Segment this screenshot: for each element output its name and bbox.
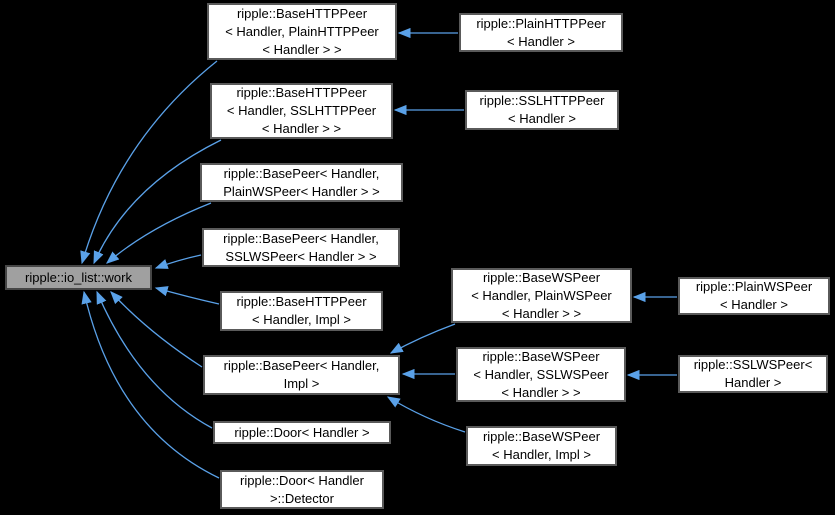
class-node-label-line: < Handler, PlainHTTPPeer xyxy=(225,23,379,39)
class-node-label-line: ripple::io_list::work xyxy=(25,269,132,285)
class-node-label-line: SSLWSPeer< Handler > > xyxy=(225,248,377,264)
class-node-label-line: ripple::BaseWSPeer xyxy=(482,348,600,364)
class-node-label-line: ripple::BaseHTTPPeer xyxy=(236,85,367,100)
class-node-label-line: ripple::BasePeer< Handler, xyxy=(223,358,380,373)
class-node-plainhttppeer[interactable]: ripple::PlainHTTPPeer< Handler > xyxy=(459,13,623,52)
inheritance-arrow-basehttppeer-impl-to-io-list-work xyxy=(154,286,220,305)
class-node-door-detector[interactable]: ripple::Door< Handler>::Detector xyxy=(220,470,384,509)
inheritance-arrow-door-detector-to-io-list-work xyxy=(81,290,220,479)
class-node-label-line: PlainWSPeer< Handler > > xyxy=(223,183,380,199)
inheritance-arrow-basewspeer-plain-to-basepeer-impl xyxy=(389,323,456,354)
class-node-label-line: >::Detector xyxy=(270,490,334,506)
class-node-label-line: Handler > xyxy=(724,375,782,390)
inheritance-arrow-basepeer-plain-to-io-list-work xyxy=(106,202,212,264)
class-node-label-line: < Handler > > xyxy=(261,121,342,136)
class-node-plainwspeer[interactable]: ripple::PlainWSPeer< Handler > xyxy=(678,277,830,315)
class-node-label-line: ripple::SSLHTTPPeer xyxy=(479,93,605,108)
class-node-label-line: ripple::BaseWSPeer xyxy=(482,429,601,444)
class-node-label-line: < Handler > xyxy=(508,111,576,126)
inheritance-edges xyxy=(80,27,677,479)
class-node-label-line: < Handler > > xyxy=(262,41,342,57)
class-node-label-line: < Handler, Impl > xyxy=(252,312,351,327)
class-node-label-line: ripple::PlainHTTPPeer xyxy=(476,15,606,31)
class-node-label-line: ripple::SSLWSPeer< xyxy=(693,357,813,372)
class-node-basehttppeer-impl[interactable]: ripple::BaseHTTPPeer< Handler, Impl > xyxy=(220,291,383,331)
class-node-label-line: ripple::BasePeer< Handler, xyxy=(223,230,379,246)
class-node-label-line: < Handler > xyxy=(720,297,788,312)
inheritance-arrow-basewspeer-impl-to-basepeer-impl xyxy=(386,396,466,433)
inheritance-arrow-basepeer-impl-to-io-list-work xyxy=(110,291,203,368)
class-node-basepeer-plain[interactable]: ripple::BasePeer< Handler,PlainWSPeer< H… xyxy=(200,163,403,202)
class-node-basepeer-ssl[interactable]: ripple::BasePeer< Handler,SSLWSPeer< Han… xyxy=(202,228,400,267)
class-node-label-line: < Handler, SSLWSPeer xyxy=(473,366,609,382)
inheritance-arrow-basehttppeer-ssl-to-io-list-work xyxy=(93,139,222,265)
class-node-door[interactable]: ripple::Door< Handler > xyxy=(213,421,391,444)
class-node-label-line: ripple::BaseWSPeer xyxy=(482,269,601,285)
class-node-label-line: < Handler, Impl > xyxy=(492,447,591,462)
class-node-label-line: ripple::Door< Handler xyxy=(240,472,364,488)
class-node-label-line: < Handler, PlainWSPeer xyxy=(471,287,612,303)
class-node-label-line: ripple::Door< Handler > xyxy=(234,424,370,440)
inheritance-arrow-door-to-io-list-work xyxy=(96,290,213,429)
class-node-label-line: ripple::BaseHTTPPeer xyxy=(236,5,368,21)
class-node-label-line: ripple::PlainWSPeer xyxy=(695,279,813,294)
class-node-label-line: < Handler > > xyxy=(501,305,582,321)
class-node-basehttppeer-plain[interactable]: ripple::BaseHTTPPeer< Handler, PlainHTTP… xyxy=(207,3,397,60)
class-node-basewspeer-ssl[interactable]: ripple::BaseWSPeer< Handler, SSLWSPeer< … xyxy=(456,347,626,402)
inheritance-arrow-basepeer-ssl-to-io-list-work xyxy=(154,254,202,269)
class-node-basewspeer-plain[interactable]: ripple::BaseWSPeer< Handler, PlainWSPeer… xyxy=(451,268,632,323)
class-node-label-line: < Handler > > xyxy=(501,384,581,400)
inheritance-arrow-basehttppeer-plain-to-io-list-work xyxy=(80,60,218,265)
class-node-label-line: Impl > xyxy=(283,376,320,391)
class-node-label-line: ripple::BasePeer< Handler, xyxy=(223,165,380,181)
class-node-label-line: ripple::BaseHTTPPeer xyxy=(236,294,367,309)
class-node-sslhttppeer[interactable]: ripple::SSLHTTPPeer< Handler > xyxy=(465,90,619,130)
class-node-label-line: < Handler, SSLHTTPPeer xyxy=(226,103,377,118)
class-node-io-list-work: ripple::io_list::work xyxy=(5,265,152,290)
class-node-basepeer-impl[interactable]: ripple::BasePeer< Handler,Impl > xyxy=(203,355,400,395)
class-node-basehttppeer-ssl[interactable]: ripple::BaseHTTPPeer< Handler, SSLHTTPPe… xyxy=(210,83,393,139)
class-node-label-line: < Handler > xyxy=(507,33,575,49)
class-node-basewspeer-impl[interactable]: ripple::BaseWSPeer< Handler, Impl > xyxy=(466,426,617,466)
class-node-sslwspeer[interactable]: ripple::SSLWSPeer<Handler > xyxy=(678,355,828,393)
